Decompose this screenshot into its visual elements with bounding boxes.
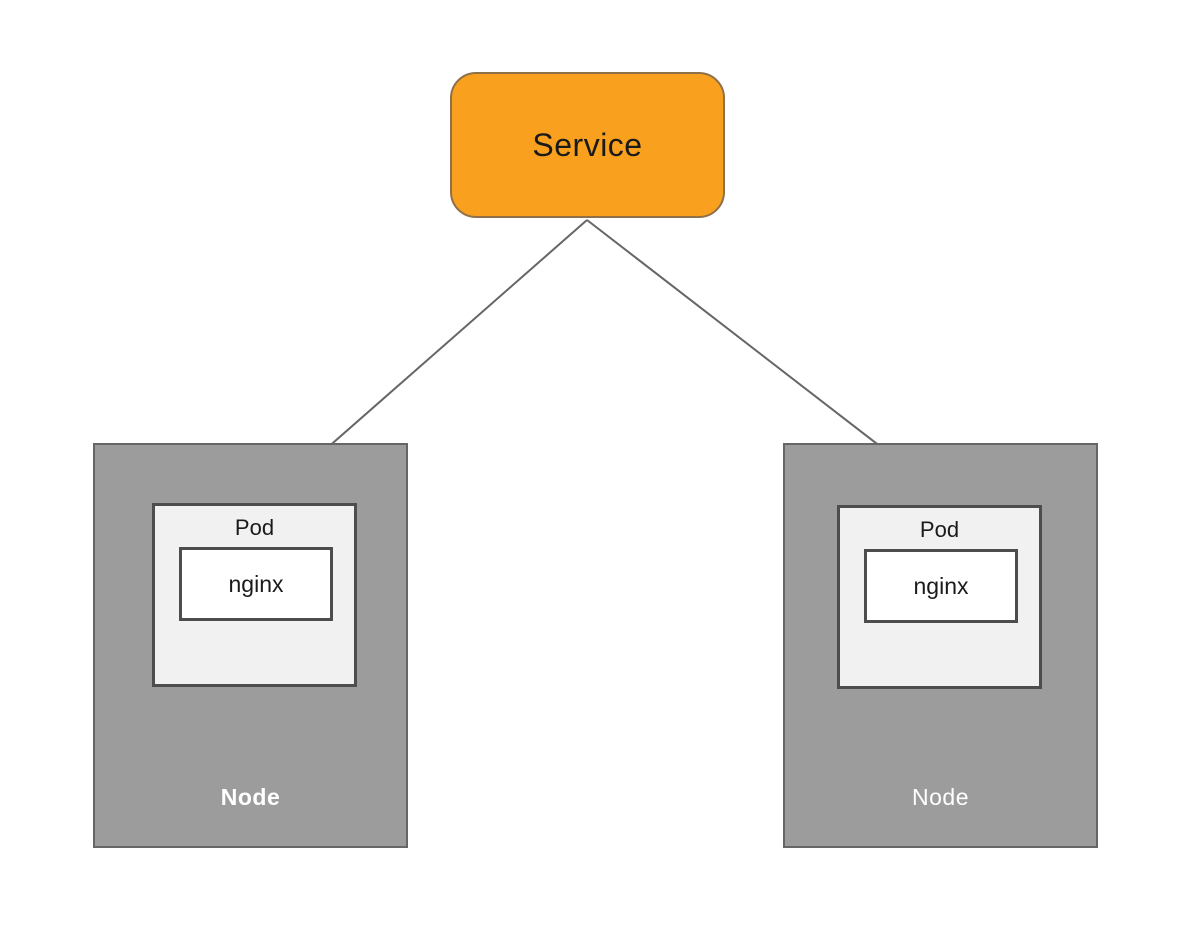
service-label: Service [532,126,643,163]
node-label-left: Node [220,784,281,810]
nginx-label-left: nginx [228,570,284,597]
node-label-right: Node [912,784,969,810]
node-box-left: Pod nginx Node [93,443,408,848]
pod-label-right: Pod [919,517,960,542]
pod-box-right: Pod nginx [837,505,1042,689]
nginx-container-right: nginx [864,549,1018,623]
service-box: Service [450,72,725,218]
node-box-right: Pod nginx Node [783,443,1098,848]
nginx-container-left: nginx [179,547,333,621]
nginx-label-right: nginx [913,572,969,599]
pod-label-left: Pod [234,515,275,540]
pod-box-left: Pod nginx [152,503,357,687]
